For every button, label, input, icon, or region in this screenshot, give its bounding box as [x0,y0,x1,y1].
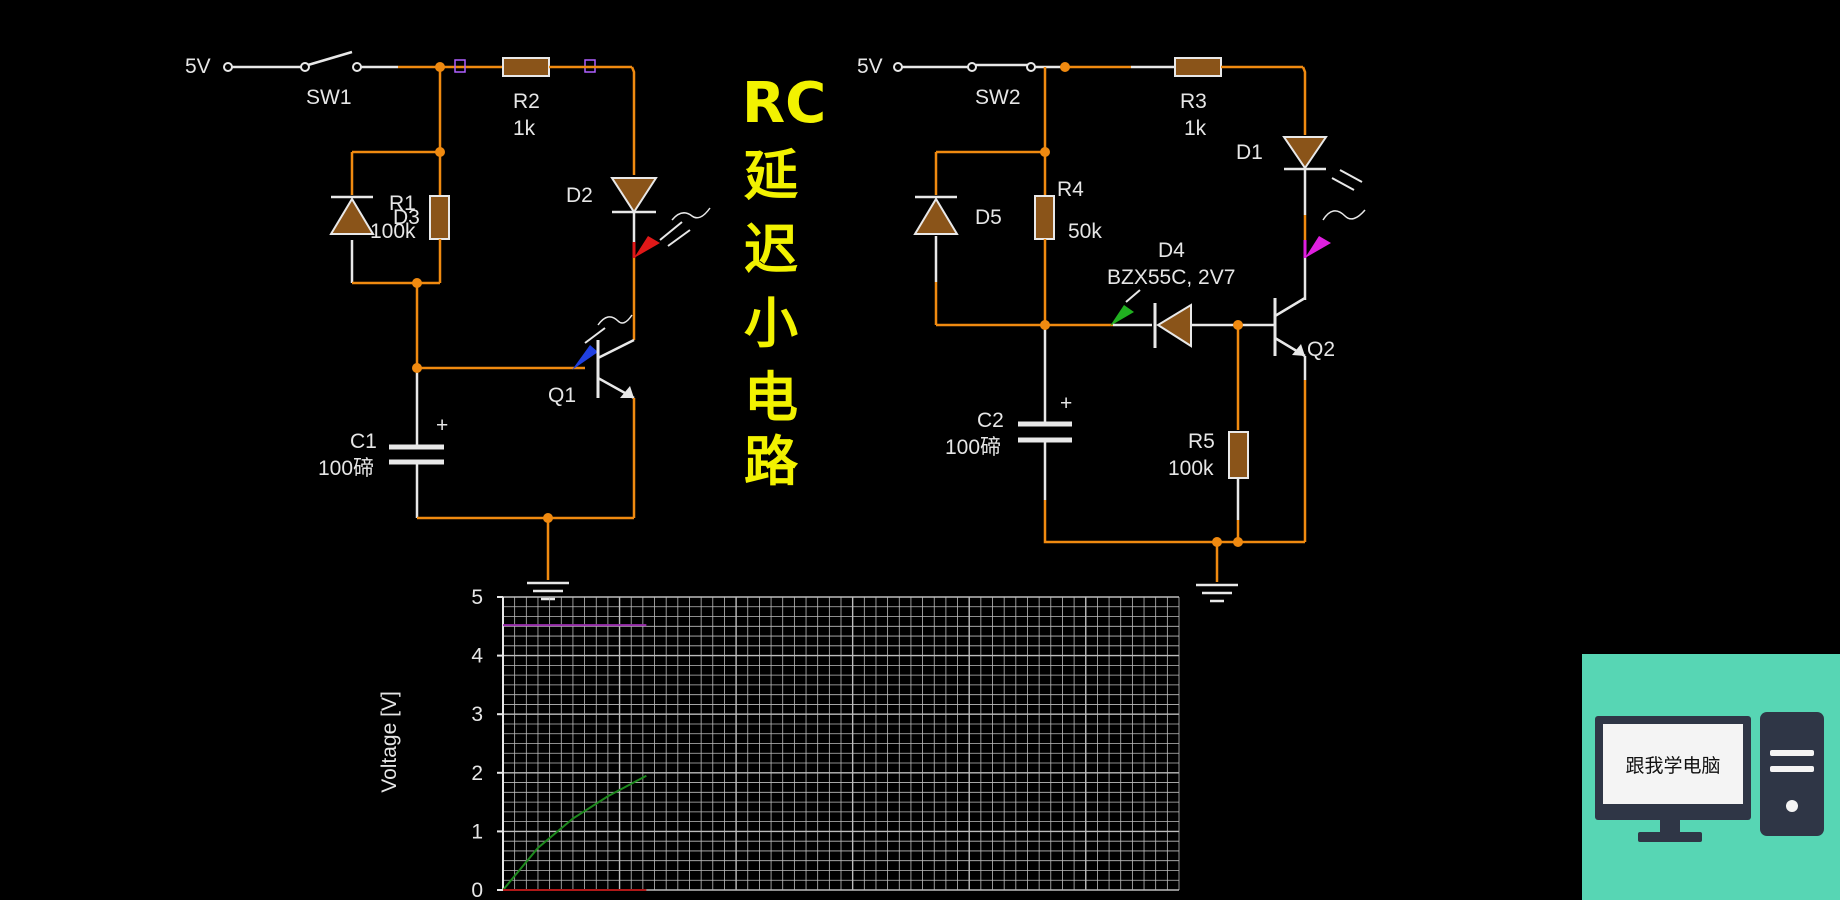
y-tick-label: 3 [471,703,483,726]
switch-label-sw1: SW1 [306,86,352,109]
junction [543,513,553,523]
diode-d3[interactable] [329,195,375,235]
power-button-icon [1786,800,1798,812]
title-char-4: 电 [744,366,798,429]
y-tick-label: 2 [471,762,483,785]
right-circuit: 5V SW2 R3 1k D1 [857,55,1366,603]
capacitor-c1[interactable] [389,444,444,465]
q2-label: Q2 [1307,338,1335,361]
junction [1233,537,1243,547]
r1-name: R1 [389,192,416,215]
title-char-2: 迟 [744,218,798,281]
led-d2[interactable] [610,177,711,258]
left-circuit: 5V SW1 R2 1k D2 [185,50,711,601]
resistor-r1[interactable] [429,195,450,240]
monitor-base-icon [1638,832,1702,842]
r2-name: R2 [513,90,540,113]
capacitor-c2[interactable] [1018,421,1072,443]
junction [412,278,422,288]
diode-d5[interactable] [913,195,959,235]
page-title: RC 延 迟 小 电 路 [742,71,826,493]
terminal-right [893,62,903,72]
wire [1301,66,1307,135]
terminal-left [223,62,233,72]
series-line-2 [502,774,647,891]
chart-y-ticks: 0 1 2 3 4 5 [471,586,503,900]
c1-name: C1 [350,430,377,453]
r3-name: R3 [1180,90,1207,113]
c2-polarity: + [1060,392,1072,415]
chart-grid [502,596,1180,891]
wire [630,66,636,175]
r4-name: R4 [1057,178,1084,201]
r4-value: 50k [1068,220,1102,243]
r5-value: 100k [1168,457,1214,480]
ground-left [527,581,569,601]
junction [1040,147,1050,157]
transistor-q1[interactable] [572,314,635,400]
junction [1212,537,1222,547]
r3-value: 1k [1184,117,1207,140]
d4-name: D4 [1158,239,1185,262]
junction [1060,62,1070,72]
resistor-r3[interactable] [1174,57,1222,77]
resistor-r2[interactable] [502,57,550,77]
d3-label: D3 [393,206,420,229]
title-char-3: 小 [744,292,798,355]
pc-tower-icon [1760,712,1824,836]
junction [1040,320,1050,330]
y-tick-label: 5 [471,586,483,609]
switch-sw1[interactable] [300,50,362,72]
tower-slot [1770,766,1814,772]
junction [435,147,445,157]
y-tick-label: 0 [471,879,483,900]
r2-value: 1k [513,117,536,140]
switch-label-sw2: SW2 [975,86,1021,109]
r1-value: 100k [370,220,416,243]
d1-label: D1 [1236,141,1263,164]
chart-series [502,624,647,891]
led-d1[interactable] [1282,136,1366,258]
supply-label-right: 5V [857,55,883,78]
wire [1043,500,1305,544]
monitor-stand-icon [1660,820,1680,834]
zener-diode-d4[interactable] [1110,289,1275,348]
junction [1233,320,1243,330]
monitor-icon: 跟我学电脑 [1595,716,1751,820]
probe-marker [454,59,466,73]
c2-value: 100碲 [945,436,1001,459]
c1-value: 100碲 [318,457,374,480]
y-tick-label: 4 [471,645,483,668]
switch-sw2[interactable] [967,62,1036,72]
transistor-q2[interactable] [1273,296,1306,358]
resistor-r4[interactable] [1034,195,1055,240]
title-rc: RC [742,71,826,136]
d5-label: D5 [975,206,1002,229]
d2-label: D2 [566,184,593,207]
ground-right [1196,583,1238,603]
tower-slot [1770,750,1814,756]
d4-value: BZX55C, 2V7 [1107,266,1235,289]
supply-label-left: 5V [185,55,211,78]
voltage-graph: 0 1 2 3 4 5 Voltage [V] [378,586,1180,900]
badge-text: 跟我学电脑 [1603,724,1743,804]
title-char-1: 延 [744,144,798,207]
junction [435,62,445,72]
q1-label: Q1 [548,384,576,407]
resistor-r5[interactable] [1228,431,1249,479]
junction [412,363,422,373]
y-axis-label: Voltage [V] [378,691,401,793]
y-tick-label: 1 [471,820,483,843]
title-char-5: 路 [744,430,799,493]
channel-badge: 跟我学电脑 [1582,654,1840,900]
r5-name: R5 [1188,430,1215,453]
c1-polarity: + [436,414,448,437]
c2-name: C2 [977,409,1004,432]
